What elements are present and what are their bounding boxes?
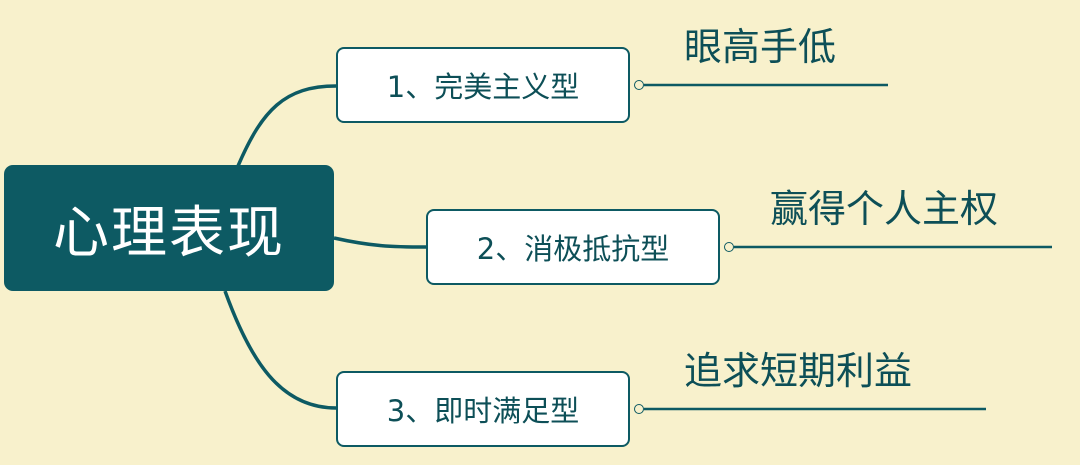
connector-root-branch-2 <box>333 236 427 249</box>
connector-root-branch-3 <box>223 290 337 410</box>
collapse-toggle-icon[interactable] <box>634 80 644 90</box>
root-topic-label: 心理表现 <box>53 200 285 266</box>
leaf-topic-1[interactable]: 眼高手低 <box>684 25 837 69</box>
leaf-topic-3[interactable]: 追求短期利益 <box>684 349 913 393</box>
branch-topic-2-label: 2、消极抵抗型 <box>476 232 670 266</box>
branch-topic-1[interactable]: 1、完美主义型 <box>336 47 630 123</box>
branch-topic-1-label: 1、完美主义型 <box>386 70 580 104</box>
leaf-topic-2[interactable]: 赢得个人主权 <box>770 187 999 231</box>
collapse-toggle-icon[interactable] <box>724 242 734 252</box>
connector-root-branch-1 <box>236 84 337 167</box>
root-topic[interactable]: 心理表现 <box>4 165 334 291</box>
branch-topic-3-label: 3、即时满足型 <box>386 394 580 428</box>
collapse-toggle-icon[interactable] <box>634 404 644 414</box>
branch-topic-2[interactable]: 2、消极抵抗型 <box>426 209 720 285</box>
branch-topic-3[interactable]: 3、即时满足型 <box>336 371 630 447</box>
